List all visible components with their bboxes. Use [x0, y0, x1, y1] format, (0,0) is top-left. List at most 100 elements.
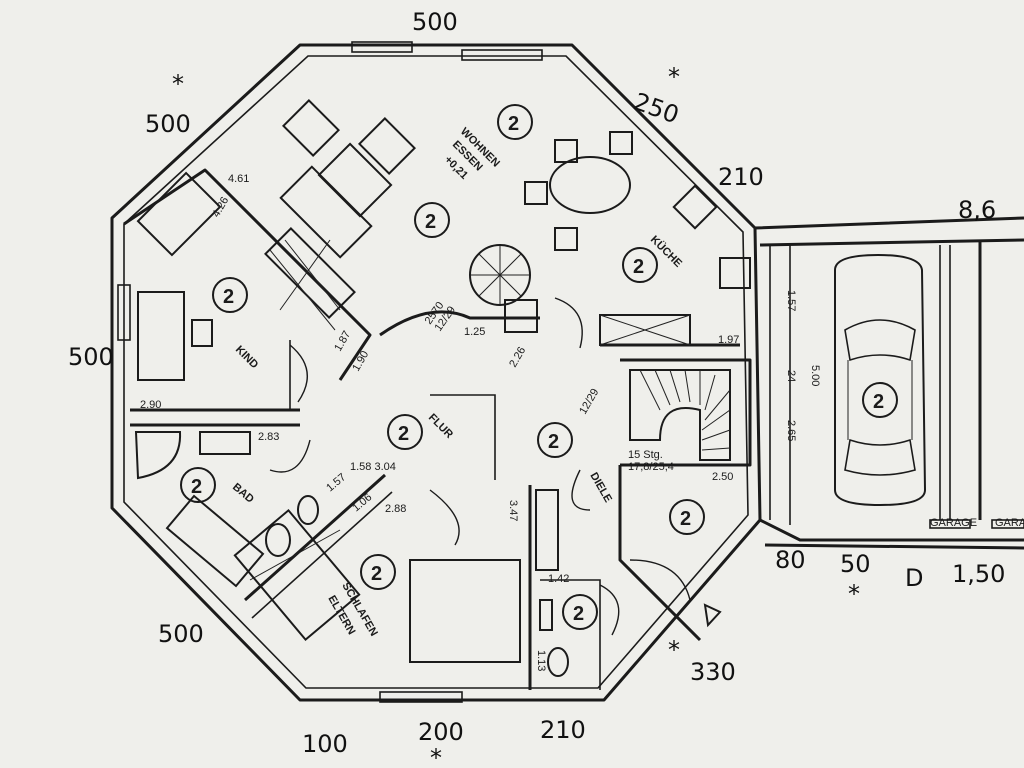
- chair-3: [524, 181, 548, 205]
- dining-table: [549, 156, 631, 214]
- wall-wc: [540, 579, 601, 690]
- garage-inner-left: [769, 245, 791, 525]
- car-windshield: [844, 319, 916, 362]
- shelf-x1: [284, 239, 341, 311]
- label-stair-line1: 15 Stg.: [628, 449, 663, 461]
- hand-right-upper: 210: [718, 163, 764, 191]
- hand-right-2: 50: [840, 550, 871, 578]
- door-entrance: [629, 559, 691, 601]
- hand-left: 500: [68, 343, 114, 371]
- marker-wc: 2: [573, 603, 584, 625]
- wall-bath-diagonal2: [251, 491, 393, 619]
- wc-toilet: [547, 647, 569, 677]
- bedroom-wardrobe: [233, 508, 361, 642]
- dim-197: 1.97: [718, 334, 739, 346]
- hand-top: 500: [412, 8, 458, 36]
- shelf-x2: [279, 239, 331, 311]
- dim-304: 1.58 3.04: [350, 461, 396, 473]
- entrance-arrow-icon: [703, 603, 722, 628]
- dim-g500: 5.00: [809, 365, 821, 386]
- chair-1: [554, 139, 578, 163]
- bathtub: [165, 494, 265, 588]
- dim-461: 4.61: [228, 173, 249, 185]
- level-markers: 2 2 2 2 2 2 2 2 2 2 2: [180, 104, 898, 630]
- sofa: [279, 165, 373, 259]
- marker-kueche: 2: [633, 256, 644, 278]
- outer-wall: [110, 43, 762, 702]
- hand-bottom-left: 500: [158, 620, 204, 648]
- armchair-1: [282, 99, 340, 157]
- hand-right-1: 80: [775, 546, 806, 574]
- hand-right-letter: D: [905, 564, 923, 592]
- washbasin: [199, 431, 251, 455]
- toilet: [265, 523, 291, 557]
- hand-bottom-1: 100: [302, 730, 348, 758]
- wall-stair-box: [620, 358, 752, 467]
- garage-walls: [754, 216, 1024, 550]
- hand-right-3: 1,50: [952, 560, 1005, 588]
- door-bad: [269, 439, 311, 473]
- marker-garage: 2: [873, 391, 884, 413]
- dim-113: 1.13: [535, 650, 547, 671]
- label-garage-left: GARAGE: [930, 517, 977, 529]
- wall-bad-diagonal: [244, 473, 386, 602]
- hand-star-3: *: [668, 636, 680, 664]
- hand-star-2: *: [668, 63, 680, 91]
- door-diele: [571, 469, 591, 511]
- dim-290: 2.90: [140, 399, 161, 411]
- spiral-stair-landing: [504, 299, 538, 333]
- garage-inner-lines: [939, 245, 951, 520]
- counter-x2: [599, 314, 691, 346]
- garage-door-right: [991, 519, 1024, 529]
- wall-flur-top: [379, 310, 540, 337]
- garage-door-left: [929, 519, 971, 529]
- kitchen-stove: [719, 257, 751, 289]
- bedroom-shelf: [535, 489, 559, 571]
- dim-g265: 2.65: [785, 420, 797, 441]
- kitchen-counter: [599, 314, 691, 346]
- dim-142: 1.42: [548, 573, 569, 585]
- window-left: [117, 284, 131, 341]
- hand-star-5: *: [848, 580, 860, 608]
- dim-347: 3.47: [507, 500, 519, 521]
- window-top: [351, 41, 413, 53]
- dim-g157: 1.57: [785, 290, 797, 311]
- wardrobe-x1: [249, 529, 341, 581]
- marker-wohnen: 2: [508, 113, 519, 135]
- wall-flur-line: [430, 394, 496, 480]
- inner-wall: [123, 55, 749, 689]
- label-stair-line2: 17,8/25,4: [628, 461, 674, 473]
- kitchen-sink: [672, 184, 718, 230]
- dim-g24: 24: [785, 370, 797, 382]
- dim-283: 2.83: [258, 431, 279, 443]
- marker-diele: 2: [680, 508, 691, 530]
- marker-flur2: 2: [548, 431, 559, 453]
- car-rear-window: [844, 438, 916, 476]
- door-kind: [289, 344, 308, 403]
- living-diagonal: [269, 249, 336, 331]
- dim-288: 2.88: [385, 503, 406, 515]
- shower: [134, 431, 182, 480]
- wall-kind-living: [123, 168, 372, 381]
- bed: [409, 559, 521, 663]
- door-kitchen: [554, 297, 583, 349]
- kind-chair: [191, 319, 213, 347]
- wc-basin: [539, 599, 553, 631]
- marker-essen: 2: [425, 211, 436, 233]
- main-stair-outline: [629, 369, 731, 461]
- door-schlafen: [429, 489, 460, 546]
- window-top-right: [461, 49, 543, 61]
- label-garage-right: GARA: [995, 517, 1024, 529]
- hand-bottom-2: 200: [418, 718, 464, 746]
- chair-2: [609, 131, 633, 155]
- marker-kind: 2: [223, 286, 234, 308]
- main-stair-treads: [639, 369, 731, 451]
- chair-4: [554, 227, 578, 251]
- window-bottom: [379, 691, 463, 703]
- hand-bottom-3: 210: [540, 716, 586, 744]
- kind-wardrobe: [136, 171, 222, 257]
- hand-top-left: 500: [145, 110, 191, 138]
- kind-desk: [137, 291, 185, 381]
